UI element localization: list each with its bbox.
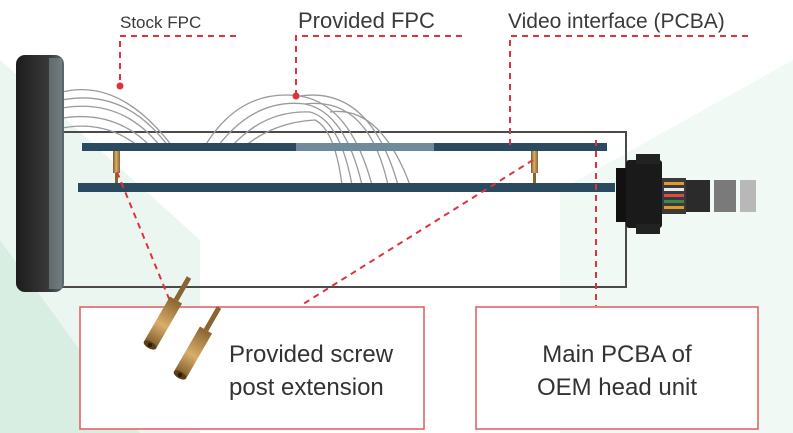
video-interface-board	[82, 143, 607, 151]
screw-post-callout-right	[299, 159, 534, 307]
callout-dots	[116, 82, 300, 100]
video-interface-callout-line	[509, 35, 748, 146]
bezel-icon	[16, 55, 64, 292]
callout-lines	[116, 35, 748, 307]
stock-fpc-callout-line	[119, 35, 236, 86]
provided-fpc-callout-line	[295, 35, 462, 96]
screw-post-text-line2: post extension	[229, 374, 384, 401]
main-pcba-text-line1: Main PCBA of	[542, 341, 692, 368]
screw-post-text-line1: Provided screw	[229, 341, 394, 368]
standoff-left	[113, 151, 120, 183]
main-pcba-text-line2: OEM head unit	[537, 374, 697, 401]
main-pcba-box	[475, 306, 759, 430]
connector-icon	[616, 154, 756, 234]
fpc-cables	[61, 88, 411, 186]
standoff-right	[531, 151, 538, 183]
screw-post-callout-left	[116, 171, 173, 307]
screw-post-icon	[143, 276, 222, 380]
provided-fpc-label: Provided FPC	[298, 8, 435, 33]
main-pcba-board	[78, 183, 615, 192]
screw-post-box	[79, 306, 425, 430]
stock-fpc-label: Stock FPC	[120, 13, 201, 32]
video-interface-label: Video interface (PCBA)	[508, 10, 725, 33]
